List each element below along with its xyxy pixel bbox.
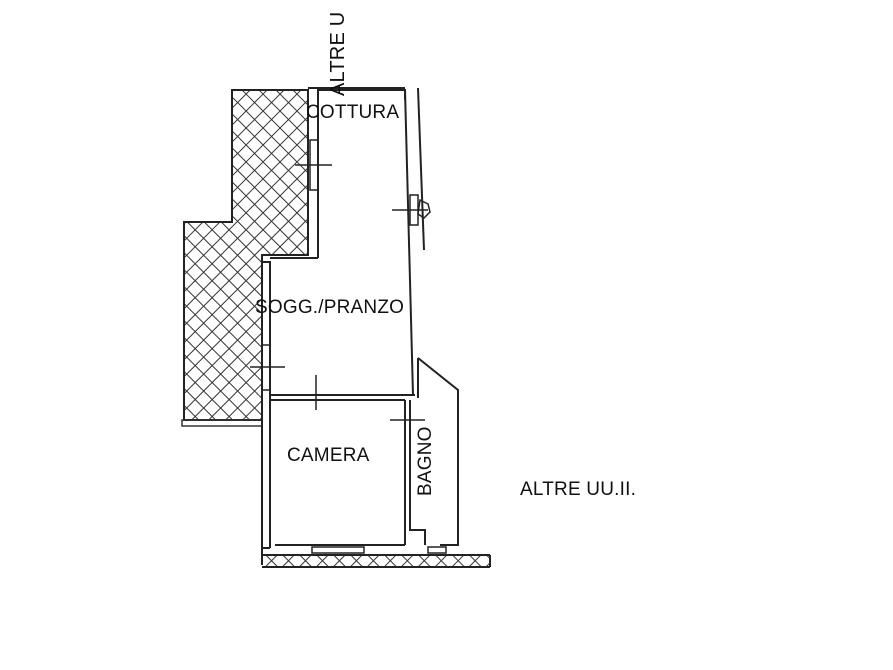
bottom-wall-hatch [262,556,490,566]
walls [261,87,491,568]
room-label-cottura: COTTURA [306,102,400,123]
neighbor-label-right: ALTRE UU.II. [520,479,637,500]
neighbor-label-top: ALTRE U [327,11,349,96]
room-label-camera: CAMERA [287,445,370,466]
room-label-bagno: BAGNO [415,426,436,496]
room-label-soggiorno: SOGG./PRANZO [255,297,405,318]
openings [250,139,447,554]
